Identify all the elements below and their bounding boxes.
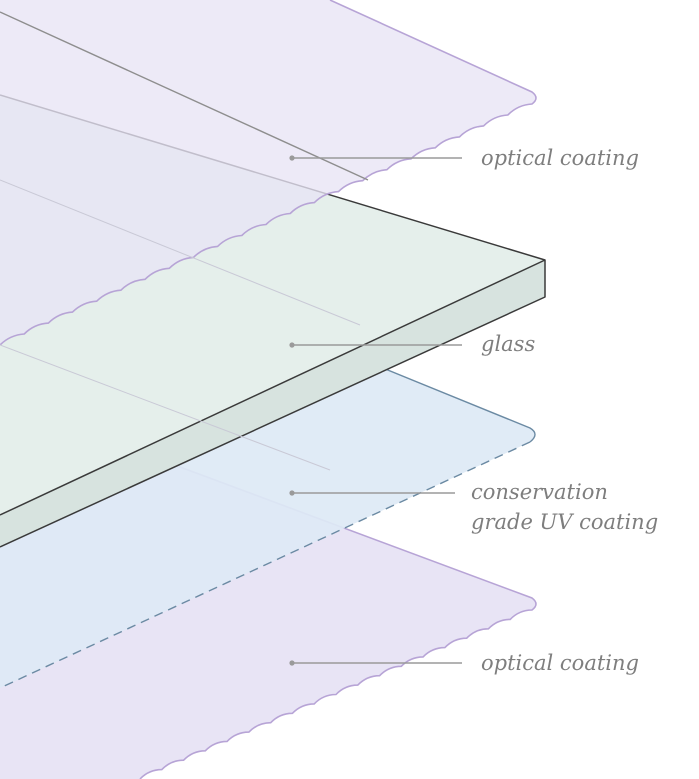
top-optical-coating-seam xyxy=(0,11,369,181)
label-line: conservation xyxy=(471,480,608,504)
label-glass: glass xyxy=(481,332,535,356)
glass-side-face xyxy=(0,260,545,547)
bottom-optical-coating-edge xyxy=(0,399,537,779)
label-line: optical coating xyxy=(481,651,639,675)
label-line: grade UV coating xyxy=(471,510,658,534)
callout-bottom-optical-coating: optical coating xyxy=(289,651,639,675)
leader-dot xyxy=(289,342,295,348)
label-line: glass xyxy=(481,332,535,356)
leader-dot xyxy=(289,490,295,496)
layer-guide-line xyxy=(0,179,361,326)
label-line: optical coating xyxy=(481,146,639,170)
leader-dot xyxy=(289,155,295,161)
top-optical-coating-edge xyxy=(0,0,537,346)
callout-top-optical-coating: optical coating xyxy=(289,146,639,170)
label-uv-coating: conservation grade UV coating xyxy=(471,480,658,534)
callout-uv-coating: conservation grade UV coating xyxy=(289,480,658,534)
uv-coating-corner-edge xyxy=(0,211,536,443)
callout-glass: glass xyxy=(289,332,535,356)
label-bottom-optical-coating: optical coating xyxy=(481,651,639,675)
uv-coating-dashed-edge xyxy=(0,441,531,689)
top-optical-coating-layer xyxy=(0,0,536,345)
label-top-optical-coating: optical coating xyxy=(481,146,639,170)
leader-dot xyxy=(289,660,295,666)
layer-guide-line xyxy=(0,344,331,471)
